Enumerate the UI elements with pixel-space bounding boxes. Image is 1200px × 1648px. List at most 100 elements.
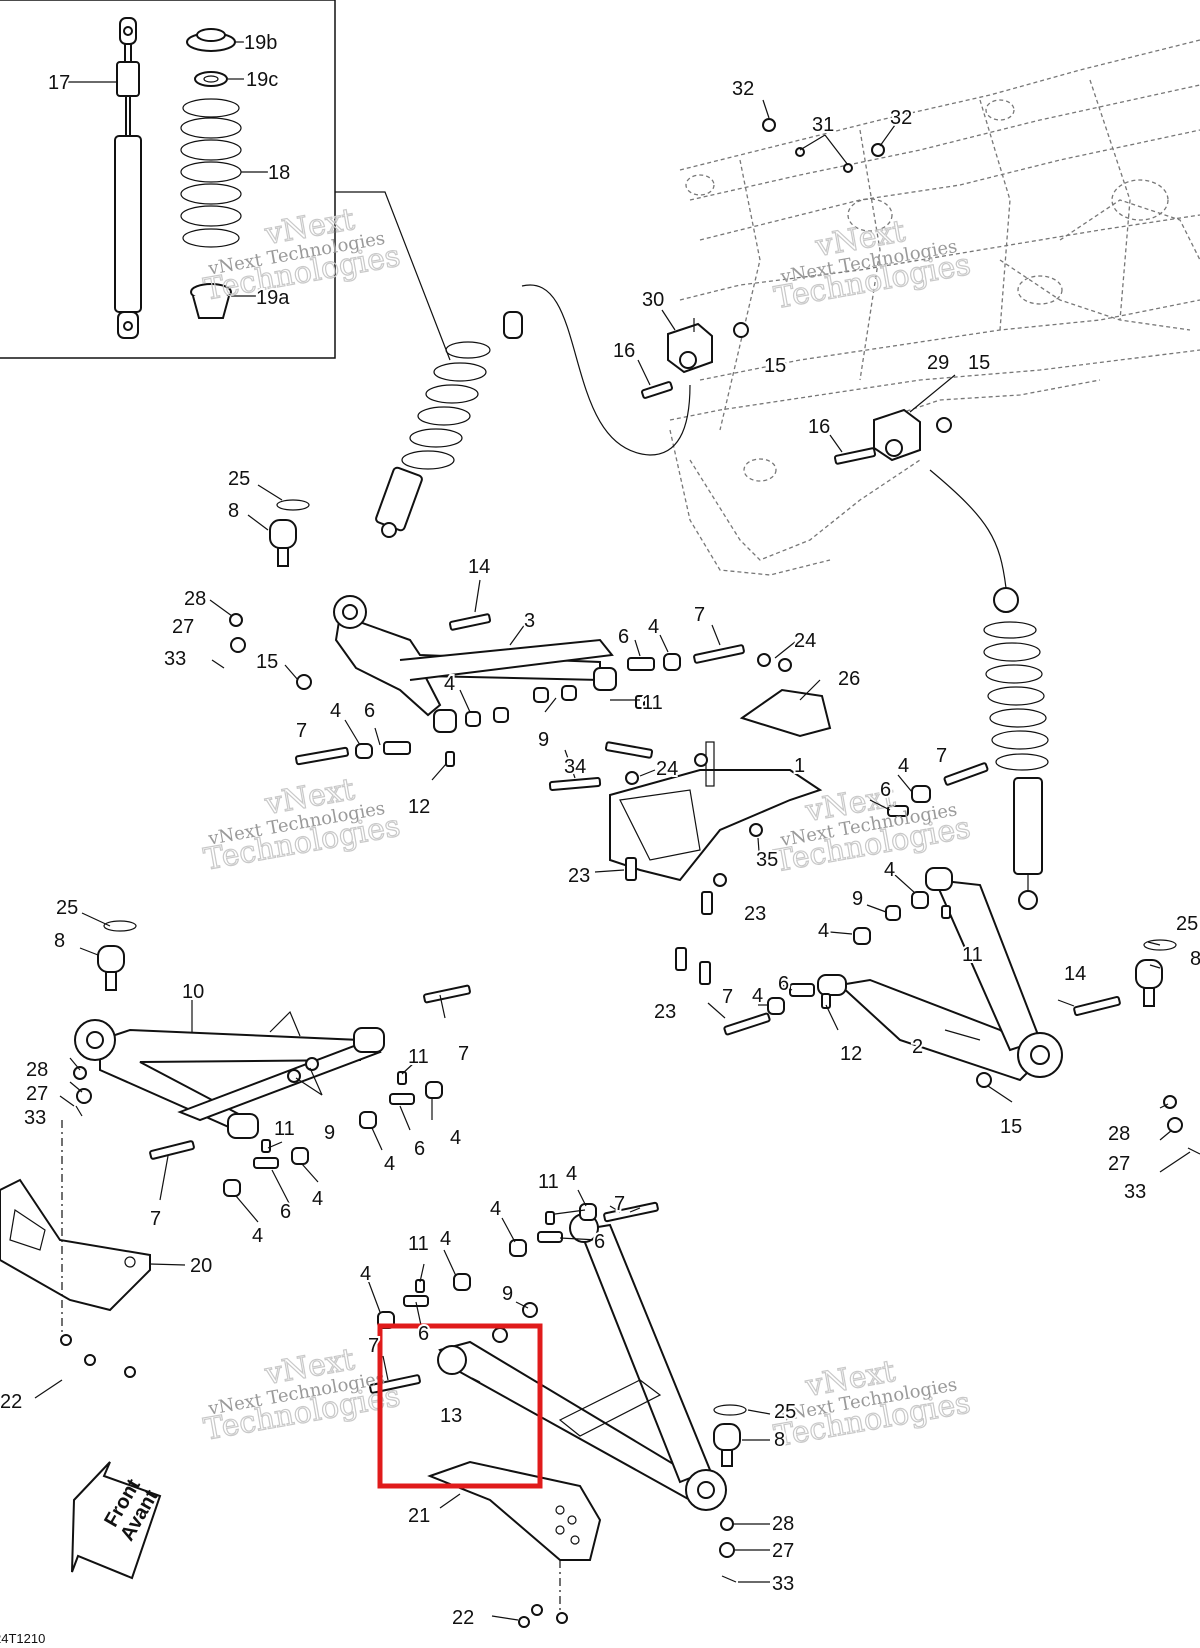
front-direction-arrow: Front Avant — [71, 1461, 163, 1580]
callout-21: 21 — [408, 1505, 430, 1527]
callout-4e: 4 — [884, 859, 895, 881]
callout-4b: 4 — [444, 673, 455, 695]
callout-8b: 8 — [1190, 948, 1200, 970]
callout-16a: 16 — [613, 340, 635, 362]
callout-33b: 33 — [1124, 1181, 1146, 1203]
shock-absorber-left — [375, 311, 523, 538]
callout-4m: 4 — [490, 1198, 501, 1220]
bushing-4o — [579, 1203, 597, 1221]
callout-14b: 14 — [1064, 963, 1086, 985]
callout-27d: 27 — [772, 1540, 794, 1562]
nut-24d — [694, 753, 708, 767]
sleeve-6c — [887, 805, 909, 817]
bolt-7e — [423, 984, 471, 1004]
callout-27a: 27 — [172, 616, 194, 638]
bolt-23d — [699, 961, 711, 985]
callout-9a: 9 — [538, 729, 549, 751]
bushing-4j — [425, 1081, 443, 1099]
callout-31: 31 — [812, 114, 834, 136]
bushing-4b — [533, 687, 549, 703]
callout-11e: 11 — [538, 1171, 559, 1193]
spring-seat-19c — [194, 71, 228, 87]
callout-33a: 33 — [164, 648, 186, 670]
cotter-33d — [721, 1575, 737, 1583]
callout-25a: 25 — [228, 468, 250, 490]
nut-27d — [719, 1542, 735, 1558]
callout-11f: 11 — [408, 1233, 429, 1255]
retaining-ring-25a — [276, 499, 310, 511]
grease-fitting-11f — [545, 1211, 555, 1225]
callout-12b: 12 — [840, 1043, 862, 1065]
callout-23b: 23 — [744, 903, 766, 925]
bushing-9f — [492, 1327, 508, 1343]
skid-plate-26 — [739, 688, 832, 738]
callout-6g: 6 — [594, 1231, 605, 1253]
bushing-9b — [885, 905, 901, 921]
sleeve-6d — [789, 983, 815, 997]
screw-22e — [518, 1616, 530, 1628]
grease-fitting-11b — [941, 905, 951, 919]
callout-15c: 15 — [256, 651, 278, 673]
a-arm-13 — [437, 1213, 727, 1511]
vehicle-frame — [669, 39, 1200, 576]
callout-4h: 4 — [450, 1127, 461, 1149]
skid-plate-20 — [0, 1178, 151, 1312]
callout-32b: 32 — [890, 107, 912, 129]
callout-22b: 22 — [452, 1607, 474, 1629]
washer-28d — [720, 1517, 734, 1531]
spring-seat-19b — [186, 28, 236, 52]
callout-6a: 6 — [618, 626, 629, 648]
callout-15a: 15 — [764, 355, 786, 377]
callout-33d: 33 — [772, 1573, 794, 1595]
screw-22b — [84, 1354, 96, 1366]
callout-7g: 7 — [614, 1193, 625, 1215]
callout-19b: 19b — [244, 32, 277, 54]
washer-28c — [73, 1066, 87, 1080]
washer-31-right — [843, 163, 853, 173]
callout-3: 3 — [524, 610, 535, 632]
callout-28b: 28 — [1108, 1123, 1130, 1145]
bushing-4q — [453, 1273, 471, 1291]
bolt-7b — [295, 746, 349, 766]
bushing-9c — [305, 1057, 319, 1071]
nut-15-lower — [936, 417, 952, 433]
callout-4n: 4 — [440, 1228, 451, 1250]
bushing-4f — [911, 785, 931, 803]
nut-15d — [976, 1072, 992, 1088]
callout-2: 2 — [912, 1036, 923, 1058]
callout-27b: 27 — [1108, 1153, 1130, 1175]
callout-24a: 24 — [794, 630, 816, 652]
callout-14a: 14 — [468, 556, 490, 578]
shock-right-connector — [929, 469, 1007, 589]
callout-28a: 28 — [184, 588, 206, 610]
nut-35a — [749, 823, 763, 837]
callout-7h: 7 — [368, 1335, 379, 1357]
nut-24b — [778, 658, 792, 672]
callout-6d: 6 — [778, 973, 789, 995]
bolt-34 — [548, 777, 602, 791]
callout-9b: 9 — [852, 888, 863, 910]
bushing-4h — [853, 927, 871, 945]
callout-7f: 7 — [150, 1208, 161, 1230]
callout-30: 30 — [642, 289, 664, 311]
callout-8c: 8 — [54, 930, 65, 952]
callout-11d: 11 — [274, 1118, 295, 1140]
callout-6h: 6 — [418, 1323, 429, 1345]
nut-32-right — [871, 143, 885, 157]
bolt-14a — [448, 613, 492, 631]
bushing-9d — [287, 1069, 301, 1083]
bolt-23c — [675, 947, 687, 971]
callout-4c: 4 — [330, 700, 341, 722]
bushing-4d — [465, 711, 481, 727]
leader-lines — [34, 99, 1191, 1621]
bolt-7d — [723, 1012, 771, 1036]
cotter-33b — [1187, 1147, 1200, 1155]
grease-fitting-11c — [397, 1071, 407, 1085]
ball-joint-8d — [713, 1423, 741, 1467]
bolt-16-upper — [641, 381, 673, 399]
callout-4l: 4 — [566, 1163, 577, 1185]
callout-20: 20 — [190, 1255, 212, 1277]
ball-joint-8c — [97, 945, 125, 991]
